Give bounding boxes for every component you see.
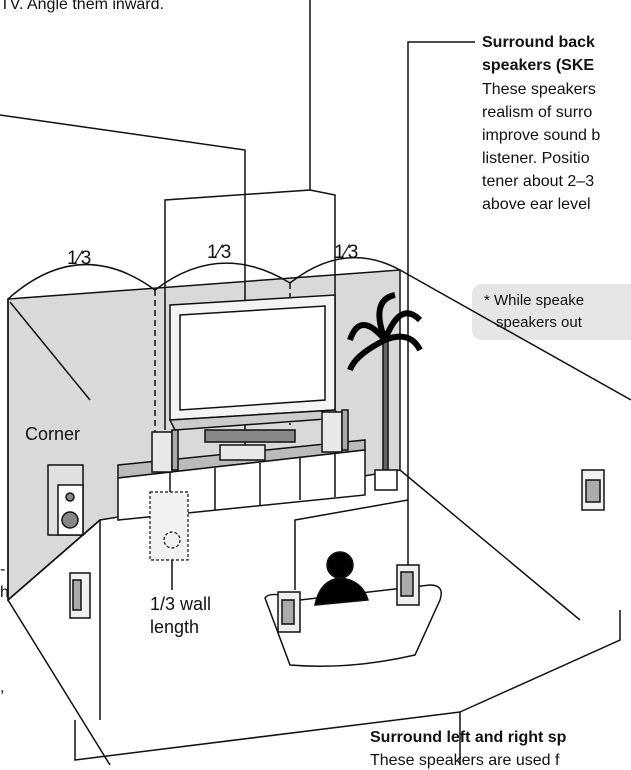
- surround-back-left-speaker: [277, 591, 301, 633]
- note-line-1: * While speake: [484, 292, 585, 309]
- top-instruction-fragment: TV. Angle them inward.: [0, 0, 164, 13]
- front-left-speaker: [151, 429, 179, 473]
- fraction-middle: 1⁄3: [207, 242, 232, 263]
- fraction-right: 1⁄3: [334, 242, 359, 263]
- subwoofer-alternate: [149, 491, 189, 561]
- front-pointer-line: [164, 0, 311, 430]
- surround-back-body-4: listener. Positio: [482, 150, 590, 167]
- fraction-num: 1: [334, 242, 345, 263]
- front-right-speaker: [321, 409, 349, 453]
- surround-lr-body: These speakers are used f: [370, 752, 560, 769]
- surround-lr-bracket: [74, 711, 461, 765]
- subwoofer-corner: [47, 464, 84, 536]
- surround-back-title-1: Surround back: [482, 34, 595, 51]
- center-speaker: [219, 444, 266, 461]
- surround-back-body-2: realism of surro: [482, 104, 593, 121]
- surround-right-speaker: [581, 469, 605, 511]
- surround-back-body-5: tener about 2–3: [482, 173, 595, 190]
- surround-back-body-3: improve sound b: [482, 127, 601, 144]
- wall-length-label-1: 1/3 wall: [150, 594, 212, 614]
- fraction-den: 3: [347, 242, 359, 263]
- surround-back-pointer: [407, 41, 475, 565]
- surround-left-speaker: [69, 572, 91, 619]
- left-fragment-1: -: [0, 561, 6, 578]
- palm-plant: [347, 292, 423, 491]
- corner-label: Corner: [25, 424, 81, 444]
- surround-back-right-speaker: [396, 564, 420, 606]
- fraction-left: 1⁄3: [67, 248, 92, 269]
- wall-length-label-2: length: [150, 617, 200, 637]
- television: [168, 294, 342, 443]
- third-arc-middle: [154, 262, 291, 291]
- third-arc-right: [289, 256, 401, 284]
- surround-back-body-1: These speakers: [482, 81, 596, 98]
- fraction-num: 1: [67, 248, 78, 269]
- surround-lr-title: Surround left and right sp: [370, 729, 567, 746]
- third-arc-left: [7, 263, 156, 300]
- fraction-den: 3: [220, 242, 232, 263]
- left-fragment-3: ,: [0, 679, 5, 696]
- left-fragment-2: h: [0, 584, 9, 601]
- note-line-2: speakers out: [496, 314, 582, 331]
- note-box: [472, 284, 631, 340]
- surround-back-body-6: above ear level: [482, 196, 591, 213]
- fraction-den: 3: [80, 248, 92, 269]
- fraction-num: 1: [207, 242, 218, 263]
- corner-pointer: [9, 301, 91, 401]
- surround-back-title-2: speakers (SKE: [482, 57, 595, 74]
